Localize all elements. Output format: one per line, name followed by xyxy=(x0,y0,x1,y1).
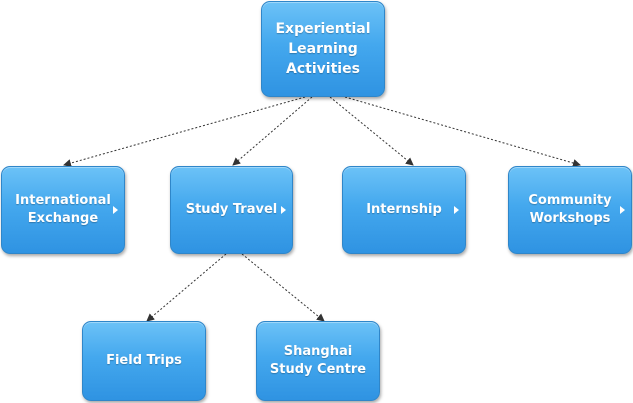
node-shanghai-study-centre[interactable]: Shanghai Study Centre xyxy=(256,321,380,401)
node-label: International Exchange xyxy=(15,193,111,226)
node-label: Community Workshops xyxy=(528,193,612,226)
connector-study-travel-shanghai-study-centre xyxy=(241,253,325,322)
play-arrow-icon xyxy=(454,206,459,214)
node-experiential-learning-activities[interactable]: Experiential Learning Activities xyxy=(261,1,385,97)
node-community-workshops[interactable]: Community Workshops xyxy=(508,166,632,254)
node-label: Experiential Learning Activities xyxy=(275,21,371,77)
node-label: Internship xyxy=(366,202,442,217)
node-international-exchange[interactable]: International Exchange xyxy=(1,166,125,254)
play-arrow-icon xyxy=(620,206,625,214)
connector-study-travel-field-trips xyxy=(146,253,227,322)
connector-root-internship xyxy=(329,96,414,166)
node-field-trips[interactable]: Field Trips xyxy=(82,321,206,401)
connector-root-international-exchange xyxy=(63,96,306,167)
node-label: Study Travel xyxy=(185,202,278,217)
connector-root-community-workshops xyxy=(344,96,581,167)
node-internship[interactable]: Internship xyxy=(342,166,466,254)
node-label: Shanghai Study Centre xyxy=(269,344,367,377)
play-arrow-icon xyxy=(281,206,286,214)
connector-root-study-travel xyxy=(232,96,313,166)
node-label: Field Trips xyxy=(106,353,182,368)
node-study-travel[interactable]: Study Travel xyxy=(170,166,293,254)
play-arrow-icon xyxy=(113,206,118,214)
